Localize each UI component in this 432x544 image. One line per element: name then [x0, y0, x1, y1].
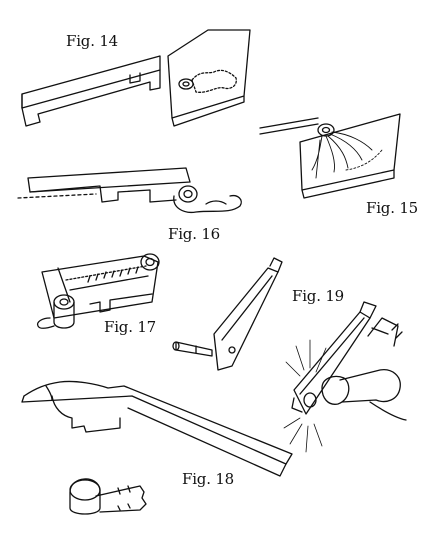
- fig-14-label: Fig. 14: [66, 32, 119, 50]
- fig-16-label: Fig. 16: [168, 225, 221, 243]
- fig15-metal-spread: [312, 132, 382, 178]
- fig-15-label: Fig. 15: [366, 199, 419, 217]
- fig16-rolled-knuckle: [174, 186, 241, 212]
- fig17-drawing: [38, 254, 159, 328]
- fig14-plate: [168, 30, 250, 126]
- fig18-hook-lever: [22, 381, 292, 476]
- fig17-jig-block: [42, 256, 158, 318]
- fig14-spread-outline: [192, 70, 236, 92]
- fig19-strip-bottom: [292, 302, 376, 414]
- fig-19-label: Fig. 19: [292, 287, 345, 305]
- fig14-drawing: [22, 30, 250, 126]
- fig19-clamp: [368, 318, 402, 346]
- fig15-drawing: [260, 114, 400, 198]
- fig14-leaf: [22, 56, 160, 126]
- fig19-hammer: [322, 370, 406, 420]
- fig-18-label: Fig. 18: [182, 470, 235, 488]
- fig16-drawing: [18, 168, 241, 212]
- fig19-strike-lines: [284, 340, 326, 452]
- fig15-plate: [300, 114, 400, 198]
- fig14-knuckle: [179, 79, 193, 89]
- fig19-strip-top: [214, 258, 282, 370]
- fig19-pin: [173, 342, 212, 356]
- fig18-drawing: [22, 381, 292, 514]
- fig17-ring: [141, 254, 159, 270]
- fig15-leaf: [260, 118, 318, 134]
- fig18-rolled-leaf: [70, 479, 146, 514]
- fig-17-label: Fig. 17: [104, 318, 157, 336]
- fig19-drawing: [173, 258, 406, 452]
- fig17-knuckle: [38, 295, 74, 328]
- fig16-leaf: [18, 168, 190, 202]
